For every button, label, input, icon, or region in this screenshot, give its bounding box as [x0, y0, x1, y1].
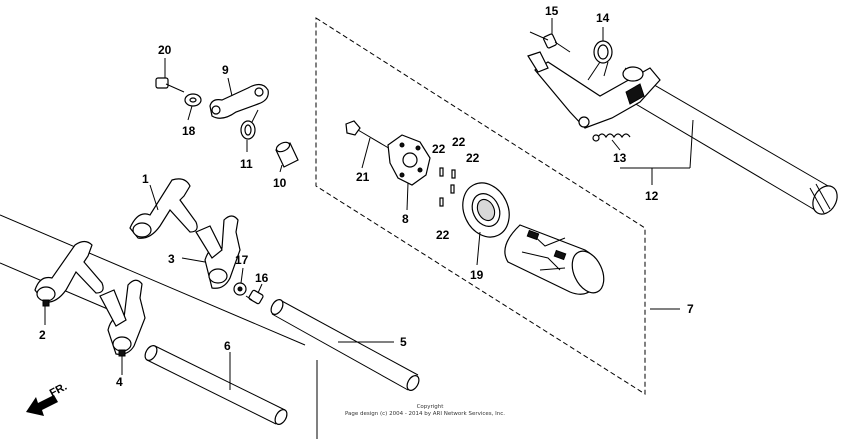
plate-bolt[interactable] — [155, 77, 185, 93]
callout-3: 3 — [168, 252, 175, 266]
callout-12: 12 — [645, 189, 659, 203]
leader-lines — [44, 18, 694, 390]
callout-22b: 22 — [452, 135, 466, 149]
callout-2: 2 — [39, 328, 46, 342]
stopper-arm-spring[interactable] — [240, 109, 259, 140]
callout-22a: 22 — [432, 142, 446, 156]
stopper-arm[interactable] — [209, 83, 269, 119]
front-label: FR. — [48, 381, 69, 400]
fork-bolt[interactable] — [245, 289, 264, 305]
guide-line-upper — [0, 214, 306, 346]
callout-9: 9 — [222, 63, 229, 77]
shift-fork-2[interactable] — [34, 240, 104, 307]
callout-22d: 22 — [436, 228, 450, 242]
callout-16: 16 — [255, 271, 269, 285]
callout-5: 5 — [400, 335, 407, 349]
callout-18: 18 — [182, 124, 196, 138]
callout-15: 15 — [545, 4, 559, 18]
plate-washer[interactable] — [184, 93, 202, 107]
shift-cam-plate[interactable] — [387, 134, 431, 186]
callout-4: 4 — [116, 375, 123, 389]
callout-7: 7 — [687, 302, 694, 316]
callout-6: 6 — [224, 339, 231, 353]
front-arrow-icon — [26, 395, 58, 416]
callout-20: 20 — [158, 43, 172, 57]
shift-fork-1[interactable] — [129, 178, 198, 239]
fork-pin[interactable] — [233, 282, 247, 296]
drum-bearing[interactable] — [454, 175, 518, 244]
callout-17: 17 — [235, 253, 249, 267]
callout-1: 1 — [142, 172, 149, 186]
callout-22c: 22 — [466, 151, 480, 165]
shift-bolt[interactable] — [529, 31, 571, 53]
callout-14: 14 — [596, 11, 610, 25]
callout-21: 21 — [356, 170, 370, 184]
drum-bolt[interactable] — [345, 120, 393, 151]
shift-fork-3[interactable] — [195, 215, 241, 289]
copyright-line-2: Page design (c) 2004 - 2014 by ARI Netwo… — [345, 411, 505, 417]
front-direction-indicator: FR. — [26, 381, 69, 416]
fork-shaft-5[interactable] — [269, 298, 422, 393]
return-spring[interactable] — [587, 40, 613, 81]
copyright-line-1: Copyright — [417, 404, 445, 410]
shift-fork-4[interactable] — [99, 279, 146, 357]
subassembly-boundary — [315, 17, 646, 395]
stopper-spring[interactable] — [592, 133, 631, 142]
dowel-pins[interactable] — [439, 167, 456, 207]
callout-8: 8 — [402, 212, 409, 226]
collar[interactable] — [275, 140, 299, 168]
shift-drum[interactable] — [504, 224, 610, 298]
fork-shaft-6[interactable] — [143, 344, 290, 427]
callout-11: 11 — [240, 157, 253, 171]
callout-13: 13 — [613, 151, 627, 165]
gearshift-spindle[interactable] — [527, 51, 842, 218]
callout-19: 19 — [470, 268, 484, 282]
callout-10: 10 — [273, 176, 287, 190]
